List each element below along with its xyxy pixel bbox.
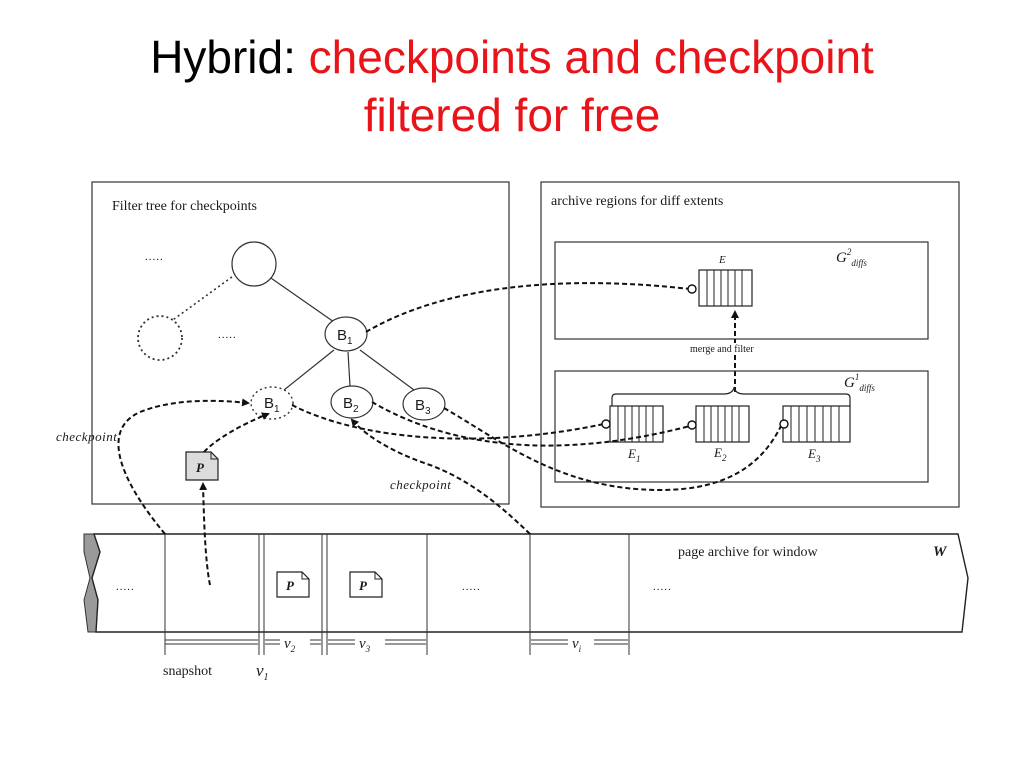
tree-ellipsis-mid: ..... (218, 329, 237, 341)
connector-endpoints (601, 284, 789, 430)
version-v3-label: v3 (359, 636, 371, 654)
edge-b1-b1snap (283, 349, 335, 391)
snapshot-label: snapshot (163, 664, 212, 679)
filter-tree-box (91, 181, 510, 505)
version-v2-label-bg (280, 634, 310, 652)
extent-e1-label: E1 (627, 446, 640, 464)
page-icon-strip-1-label: P (286, 578, 295, 593)
endpoint-e (687, 284, 697, 294)
node-b1-snapshot (250, 386, 294, 420)
edge-root-b1 (267, 275, 335, 323)
region-g1-box (554, 370, 929, 483)
edge-b1-b3 (359, 349, 415, 391)
connector-b3-to-e3 (443, 407, 783, 492)
page-archive-label: page archive for window (678, 545, 818, 560)
filter-tree-panel: Filter tree for checkpoints ..... ..... … (91, 181, 510, 505)
strip-ellipsis-3: ..... (653, 581, 672, 593)
page-archive-strip: page archive for window W ..... ..... ..… (83, 533, 969, 683)
region-g2-box (554, 241, 929, 340)
connector-page-to-b1snap (203, 412, 270, 453)
connector-strip-to-page (199, 482, 211, 586)
version-v1-label: v1 (256, 661, 269, 683)
extent-e1-block (609, 405, 664, 443)
tree-dotted-node (137, 315, 183, 361)
title-prefix: Hybrid: (150, 31, 309, 83)
page-icon-tree-label: P (196, 460, 205, 475)
checkpoint-label-outer: checkpoint (56, 429, 117, 444)
page-icon-strip-1: P (276, 571, 310, 598)
filter-tree-label: Filter tree for checkpoints (112, 199, 257, 214)
node-b1-label: B1 (337, 327, 353, 347)
strip-ellipsis-2: ..... (462, 581, 481, 593)
window-symbol: W (933, 544, 948, 560)
slide-title: Hybrid: checkpoints and checkpoint filte… (0, 28, 1024, 144)
page-icon-strip-2-label: P (359, 578, 368, 593)
strip-ellipsis-1: ..... (116, 581, 135, 593)
tree-ellipsis-top: ..... (145, 251, 164, 263)
edge-b1-b2 (347, 351, 351, 387)
merge-brace (611, 386, 851, 406)
extent-e-block (698, 269, 753, 307)
node-b1 (324, 316, 368, 352)
merge-filter-label-bg (686, 343, 786, 355)
endpoint-e1 (601, 419, 611, 429)
node-b1-snapshot-label: B1 (264, 395, 280, 415)
page-icon-tree: P (185, 451, 219, 481)
extent-e3-block (782, 405, 851, 443)
tree-root-node (231, 241, 277, 287)
version-v2-label: v2 (284, 636, 296, 654)
extent-e2-block (695, 405, 750, 443)
region-g2-label: G2diffs (836, 247, 867, 268)
extent-e2-label: E2 (713, 445, 727, 463)
title-line-1: Hybrid: checkpoints and checkpoint (0, 28, 1024, 86)
connector-snapshot-to-b1snap (117, 398, 250, 535)
extent-e3-label: E3 (807, 446, 821, 464)
extent-e-label: E (718, 254, 726, 266)
connector-strip-to-b2 (350, 418, 531, 535)
node-b3-label: B3 (415, 397, 431, 417)
checkpoint-label-inner: checkpoint (390, 477, 451, 492)
page-icon-strip-2: P (349, 571, 383, 598)
title-accent-line-2: filtered for free (363, 89, 661, 141)
merge-filter-label: merge and filter (690, 344, 754, 355)
node-b2-label: B2 (343, 395, 359, 415)
connector-b1-to-e (365, 282, 691, 333)
node-b3 (402, 387, 446, 421)
edge-root-dotted (169, 273, 237, 323)
version-vi-label: vi (572, 636, 582, 654)
archive-regions-label: archive regions for diff extents (551, 194, 723, 209)
endpoint-e2 (687, 420, 697, 430)
version-vi-label-bg (568, 634, 594, 652)
endpoint-e3 (779, 419, 789, 429)
connector-b2-to-e2 (371, 401, 691, 447)
version-v3-label-bg (355, 634, 385, 652)
archive-regions-box (540, 181, 960, 508)
region-g1-label: G1diffs (844, 372, 875, 393)
connector-b1snap-to-e1 (291, 404, 605, 440)
archive-regions-panel: archive regions for diff extents G2diffs… (540, 181, 960, 508)
dashed-connectors (117, 282, 783, 586)
title-accent-line-1: checkpoints and checkpoint (308, 31, 874, 83)
title-line-2: filtered for free (0, 86, 1024, 144)
